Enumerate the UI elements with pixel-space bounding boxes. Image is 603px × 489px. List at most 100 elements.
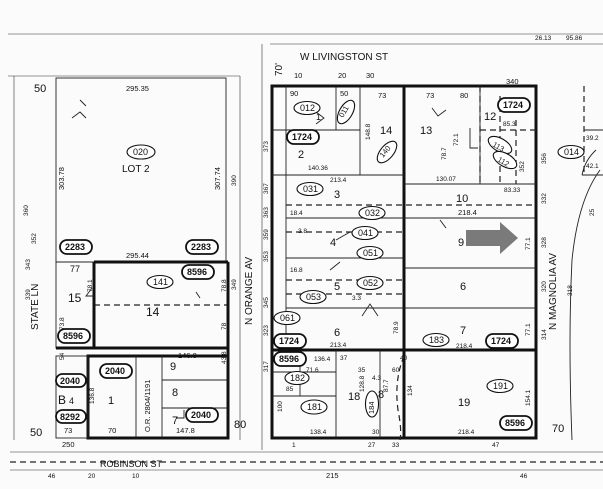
parcel-number: 041 bbox=[358, 228, 373, 238]
dim-label: 3.8 bbox=[298, 228, 307, 235]
dim-label: 43.8 bbox=[221, 351, 228, 364]
dim-label: 20 bbox=[338, 71, 346, 80]
dim-label: 26.13 bbox=[535, 35, 552, 42]
parcel-number: 012 bbox=[300, 103, 315, 113]
book-number: 8596 bbox=[279, 354, 299, 364]
dim-label: 353 bbox=[263, 251, 270, 262]
lot-number: 6 bbox=[334, 327, 340, 339]
dim-label: 363 bbox=[263, 207, 270, 218]
parcel-number: 191 bbox=[493, 381, 508, 391]
dim-label: 349 bbox=[231, 279, 238, 290]
lot-number: 15 bbox=[68, 291, 82, 305]
dim-label: 134 bbox=[407, 385, 414, 396]
dim-label: 367 bbox=[263, 183, 270, 194]
dim-label: 314 bbox=[541, 329, 548, 340]
dim-label: 100 bbox=[277, 401, 284, 412]
book-number: 2040 bbox=[105, 366, 125, 376]
lot-number: 2 bbox=[298, 149, 304, 161]
book-number: 2283 bbox=[65, 242, 85, 252]
dim-label: 70 bbox=[108, 426, 116, 435]
lot-number: 8 bbox=[172, 387, 178, 399]
dim-label: 37 bbox=[340, 355, 348, 362]
dim-label: 78.1 bbox=[87, 279, 94, 292]
dim-label: 215 bbox=[326, 471, 339, 480]
book-number: 2283 bbox=[191, 242, 211, 252]
dim-label: 46 bbox=[48, 473, 56, 480]
lot-number: 18 bbox=[348, 391, 360, 403]
dim-label: 218.4 bbox=[458, 208, 477, 217]
street-label-n-magnolia: N MAGNOLIA AV bbox=[548, 253, 559, 330]
parcel-number: 184 bbox=[367, 401, 376, 414]
official-record-ref: O.R. 2804/1191 bbox=[143, 380, 152, 432]
dim-label: 50 bbox=[30, 427, 42, 439]
dim-label: 148.8 bbox=[365, 123, 372, 140]
parcel-number: 053 bbox=[306, 292, 321, 302]
dim-label: 352 bbox=[519, 161, 526, 172]
dim-label: 16.8 bbox=[290, 267, 303, 274]
street-label-state-ln: STATE LN bbox=[30, 284, 41, 330]
street-frame bbox=[8, 33, 603, 471]
parcel-number: 051 bbox=[363, 248, 378, 258]
dim-label: 320 bbox=[541, 281, 548, 292]
dim-label: 218.4 bbox=[458, 429, 475, 436]
book-number: 1724 bbox=[491, 336, 511, 346]
book-number: 1724 bbox=[292, 132, 312, 142]
dim-label: 218.4 bbox=[456, 343, 473, 350]
street-label-n-orange: N ORANGE AV bbox=[244, 257, 255, 325]
dim-label: 77 bbox=[70, 264, 80, 274]
lot-number: 19 bbox=[458, 397, 470, 409]
dim-label: 80 bbox=[234, 419, 246, 431]
dim-label: 40 bbox=[400, 355, 408, 362]
lot-number: 14 bbox=[380, 125, 392, 137]
lot-number: 12 bbox=[484, 111, 496, 123]
dim-label: 46 bbox=[520, 473, 528, 480]
book-number: 2040 bbox=[191, 410, 211, 420]
dim-label: 356 bbox=[541, 153, 548, 164]
lot-number: 7 bbox=[172, 415, 178, 427]
dim-label: 10 bbox=[294, 71, 302, 80]
book-number: 8596 bbox=[187, 267, 207, 277]
book-number: 8596 bbox=[505, 418, 525, 428]
lot-number: 1 bbox=[108, 395, 114, 407]
dim-label: 20 bbox=[88, 473, 96, 480]
dim-label: 340 bbox=[506, 77, 519, 86]
dim-label: 140.36 bbox=[308, 165, 328, 172]
dim-label: 50 bbox=[34, 83, 46, 95]
dim-label: 73.8 bbox=[59, 317, 66, 330]
dim-label: 70 bbox=[552, 423, 564, 435]
dim-label: 47 bbox=[492, 442, 500, 449]
dim-label: 73 bbox=[378, 91, 386, 100]
dim-label: 78.9 bbox=[393, 321, 400, 334]
lot-number: 9 bbox=[170, 361, 176, 373]
lot-number: 4 bbox=[69, 396, 74, 406]
dim-label: 70' bbox=[274, 63, 285, 76]
parcel-number: 052 bbox=[363, 278, 378, 288]
dim-label: 33 bbox=[392, 442, 400, 449]
dim-label: 128.8 bbox=[359, 375, 366, 392]
dim-label: 295.44 bbox=[126, 251, 149, 260]
dim-label: 80 bbox=[460, 91, 468, 100]
dim-label: 35 bbox=[358, 367, 366, 374]
dim-label: 42.1 bbox=[586, 163, 599, 170]
book-number: 1724 bbox=[503, 100, 523, 110]
dim-label: 39.2 bbox=[586, 135, 599, 142]
dim-label: 359 bbox=[263, 229, 270, 240]
dim-label: 54 bbox=[59, 352, 66, 360]
dim-label: 95.86 bbox=[566, 35, 583, 42]
dim-label: 10 bbox=[132, 473, 140, 480]
dim-label: 83.33 bbox=[504, 187, 521, 194]
lot-number: 4 bbox=[330, 237, 336, 249]
dim-label: 60 bbox=[392, 367, 400, 374]
dim-label: 4.3 bbox=[372, 375, 381, 382]
dim-label: 345 bbox=[263, 297, 270, 308]
parcel-number: 031 bbox=[303, 184, 318, 194]
lot-number: 9 bbox=[458, 237, 464, 249]
dim-label: 360 bbox=[23, 205, 30, 216]
dim-label: 77.1 bbox=[525, 323, 532, 336]
parcel-number: 014 bbox=[564, 147, 579, 157]
lot-number: 8 bbox=[378, 389, 384, 401]
book-number: 1724 bbox=[279, 336, 299, 346]
dim-label: 78.8 bbox=[221, 279, 228, 292]
